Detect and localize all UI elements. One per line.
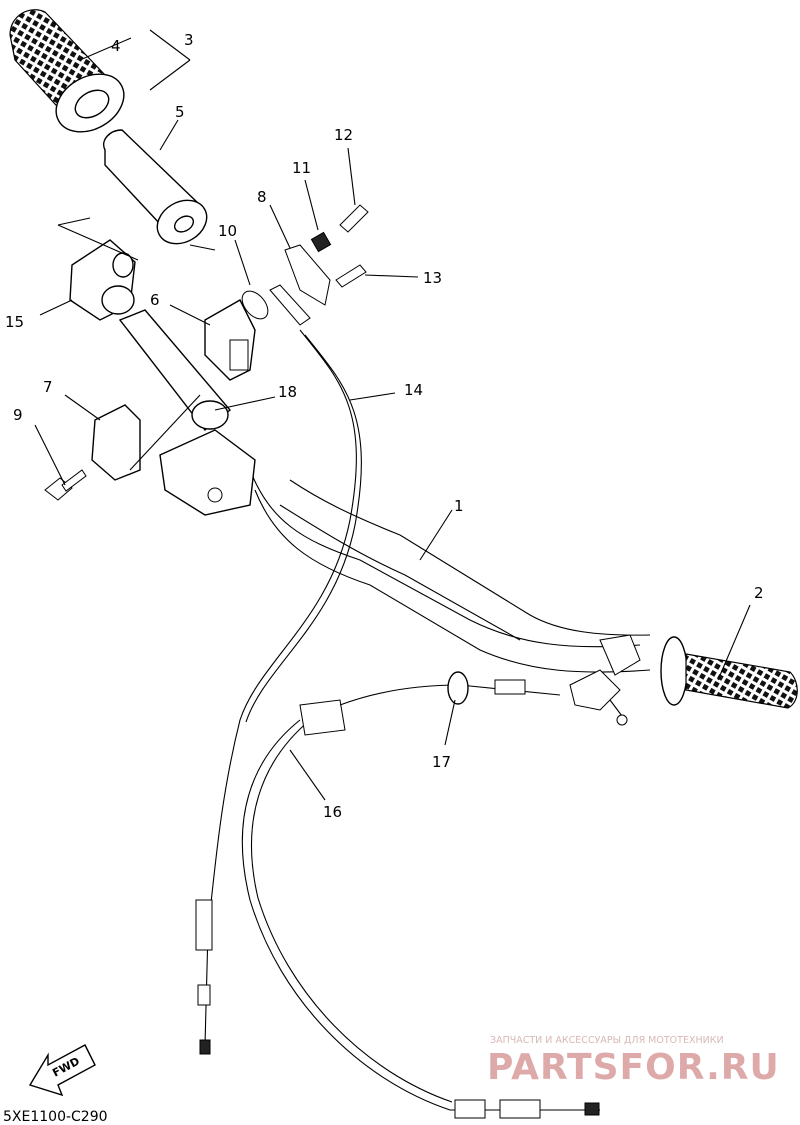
- callout-15: 15: [5, 313, 24, 331]
- adjuster-hardware: [241, 204, 369, 326]
- bolt: [44, 469, 87, 501]
- callout-7: 7: [43, 378, 53, 396]
- callout-9: 9: [13, 406, 23, 424]
- watermark-brand: PARTSFOR.RU: [487, 1047, 780, 1088]
- callout-3: 3: [184, 31, 194, 49]
- clutch-cable: [241, 699, 600, 1119]
- callout-6: 6: [150, 291, 160, 309]
- callout-12: 12: [334, 126, 353, 144]
- callouts: 1 2 3 4 5 6 7 8 9 10 11 12 13 14 15 16 1…: [5, 31, 764, 821]
- handlebar-mount: [159, 429, 256, 516]
- watermark-tagline: ЗАПЧАСТИ И АКСЕССУАРЫ ДЛЯ МОТОТЕХНИКИ: [490, 1035, 724, 1046]
- left-grip: [9, 9, 125, 133]
- callout-11: 11: [292, 159, 311, 177]
- callout-1: 1: [454, 497, 464, 515]
- callout-18: 18: [278, 383, 297, 401]
- leader-lines: [34, 29, 751, 801]
- callout-16: 16: [323, 803, 342, 821]
- right-grip: [660, 636, 798, 709]
- cable-adjuster: [339, 671, 561, 706]
- clamp-lower: [91, 404, 141, 481]
- callout-17: 17: [432, 753, 451, 771]
- handlebar: [249, 469, 651, 673]
- throttle-tube-lower: [118, 309, 232, 431]
- callout-10: 10: [218, 222, 237, 240]
- diagram-code: 5XE1100-C290: [3, 1109, 108, 1125]
- throttle-tube: [103, 129, 208, 245]
- callout-2: 2: [754, 584, 764, 602]
- throttle-housing: [69, 239, 136, 321]
- callout-5: 5: [175, 103, 185, 121]
- callout-14: 14: [404, 381, 423, 399]
- clamp-upper: [204, 299, 256, 381]
- fwd-arrow: FWD: [28, 1044, 96, 1097]
- watermark: ЗАПЧАСТИ И АКСЕССУАРЫ ДЛЯ МОТОТЕХНИКИ PA…: [487, 1035, 780, 1088]
- throttle-cable: [195, 329, 362, 1055]
- callout-8: 8: [257, 188, 267, 206]
- callout-13: 13: [423, 269, 442, 287]
- callout-4: 4: [111, 37, 121, 55]
- clutch-perch: [569, 634, 641, 726]
